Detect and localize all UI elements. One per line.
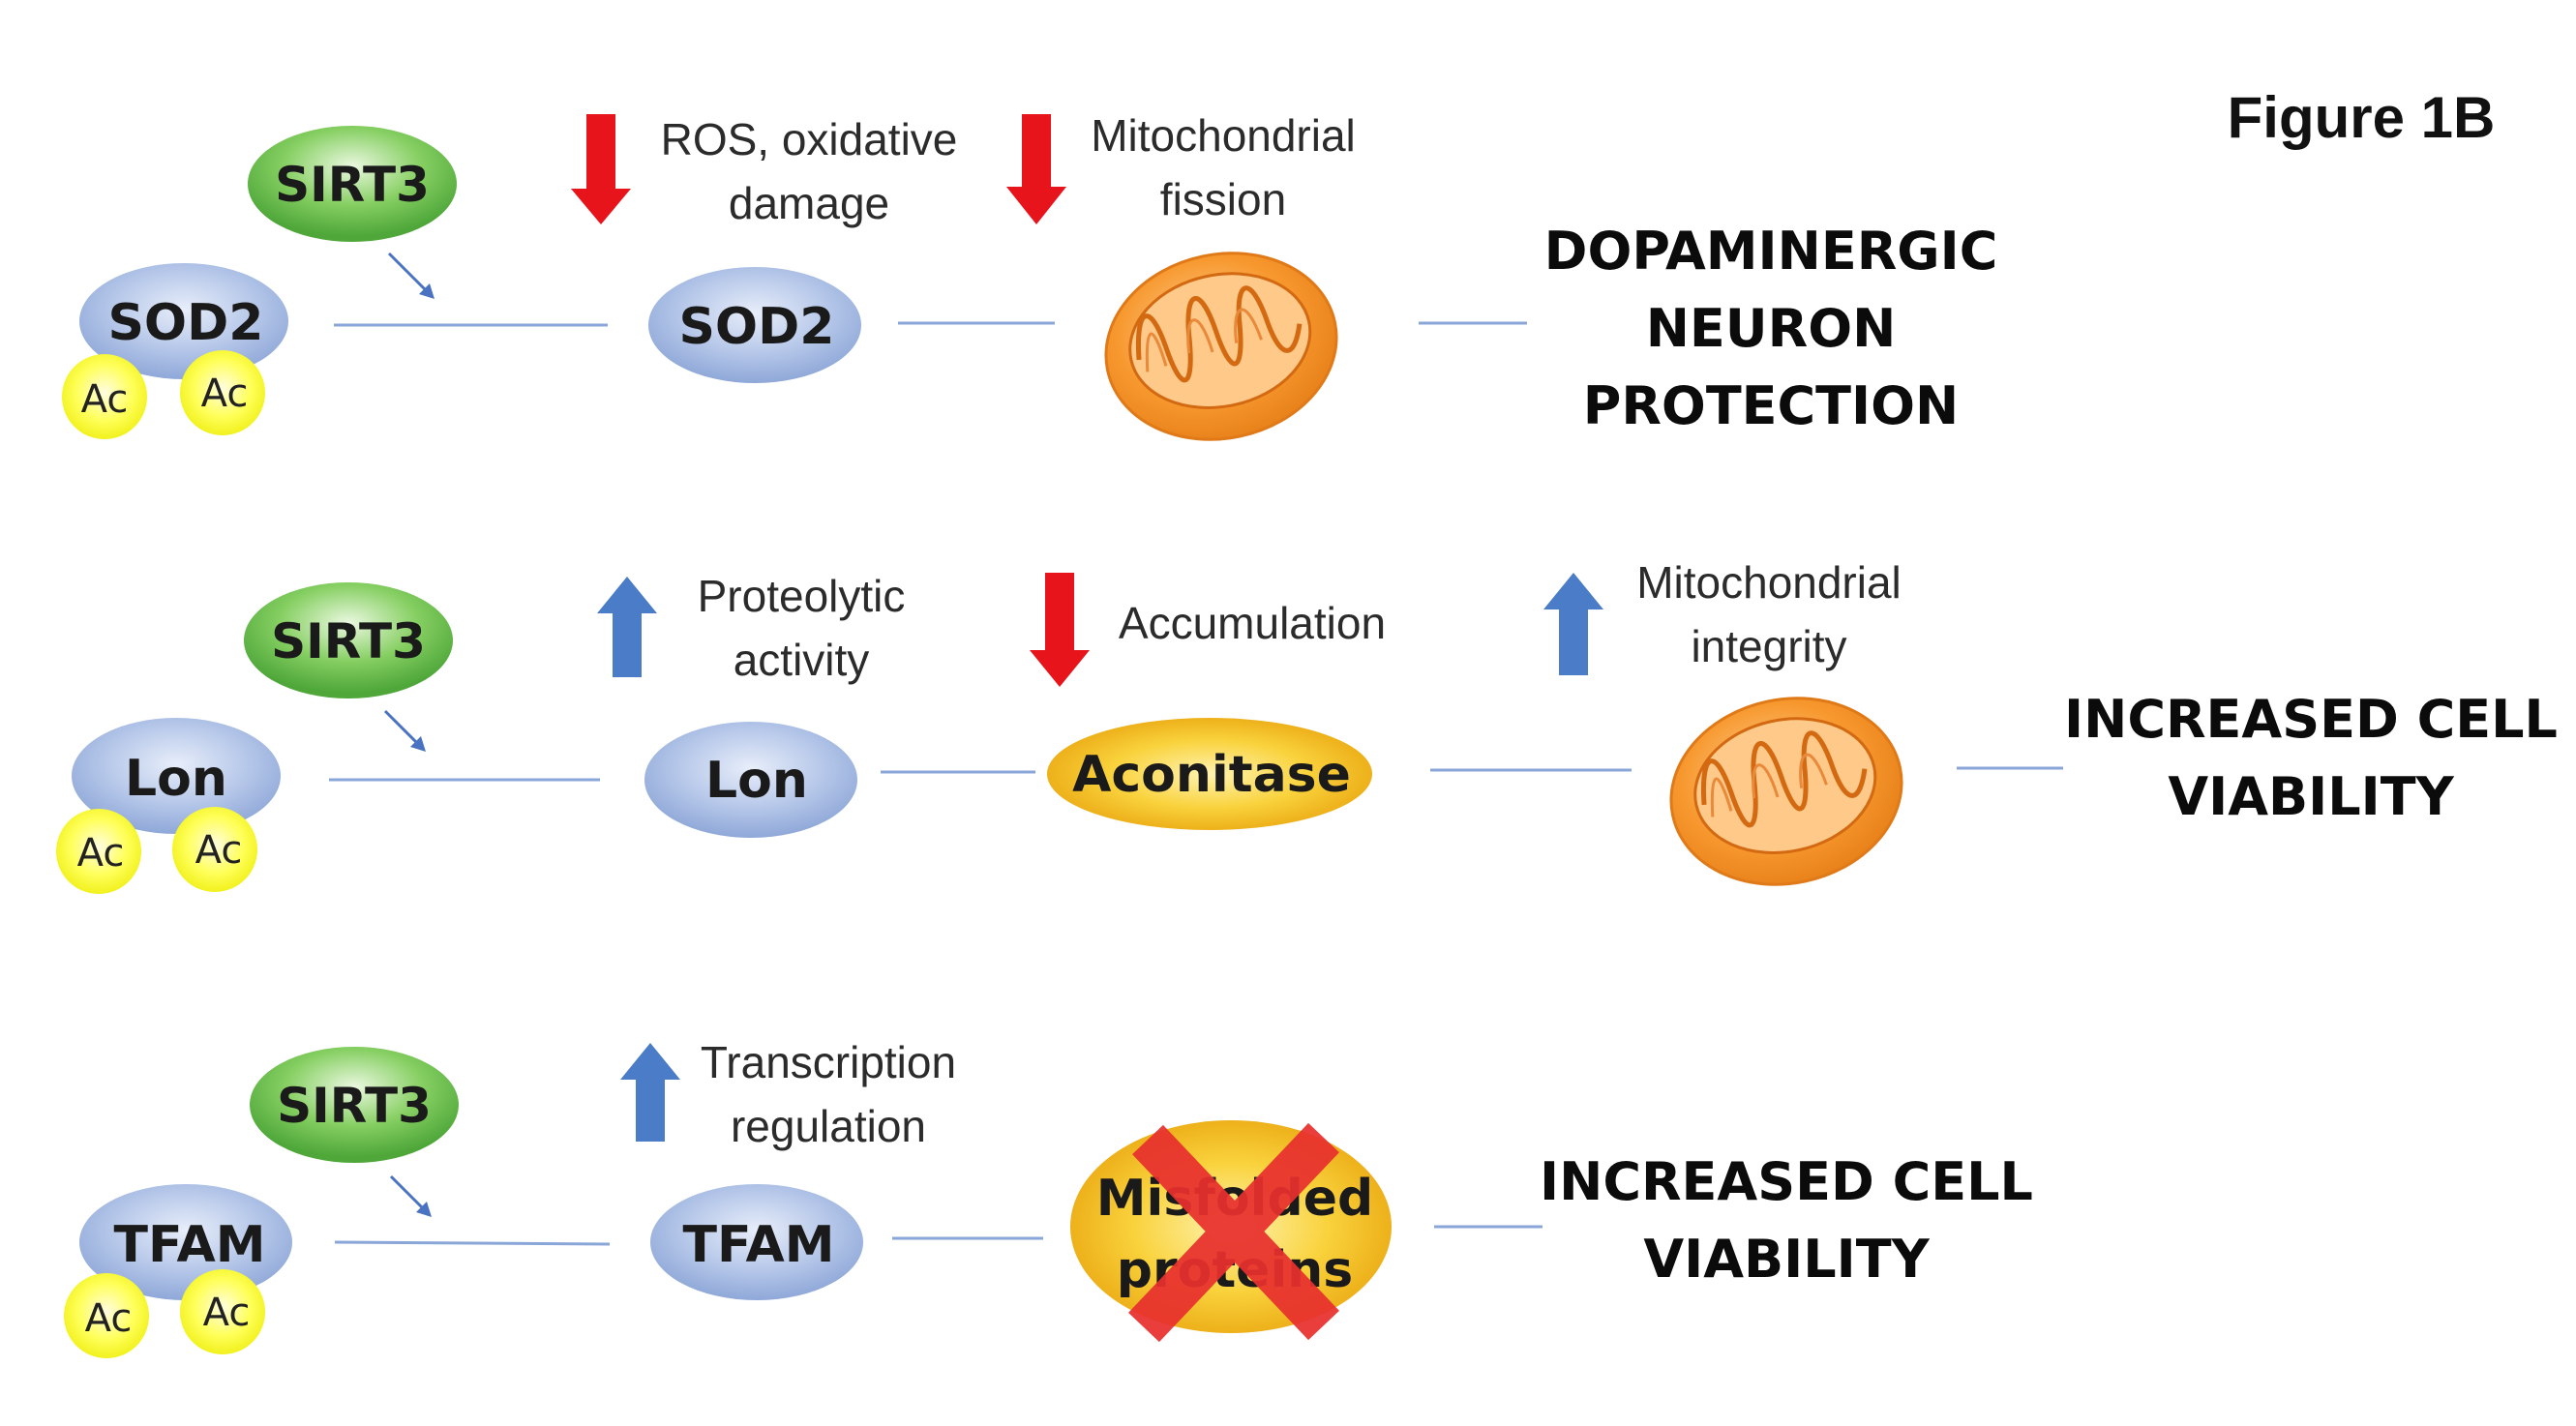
acetyl-label: Ac xyxy=(203,1291,251,1335)
effect-label: Accumulation xyxy=(1119,598,1386,648)
outcome-label: INCREASED CELL xyxy=(2064,689,2558,750)
sirt3-label: SIRT3 xyxy=(271,613,426,669)
effect-label: integrity xyxy=(1691,621,1846,671)
acetyl-mark: Ac xyxy=(172,807,257,892)
tfam-node: TFAM xyxy=(650,1184,863,1300)
lon-node: Lon xyxy=(644,722,857,838)
effect-label: Mitochondrial xyxy=(1091,110,1356,161)
effect-label: Transcription xyxy=(701,1037,956,1087)
effect-label: regulation xyxy=(731,1101,926,1151)
acetyl-label: Ac xyxy=(77,831,125,876)
sirt3-action-arrowhead xyxy=(416,1202,432,1217)
row-sod2: SIRT3 SOD2 Ac Ac ROS, oxidative damage S… xyxy=(62,110,1998,441)
acetyl-label: Ac xyxy=(201,371,249,416)
acetylated-sod2-node: SOD2 xyxy=(79,263,288,379)
effect-label: ROS, oxidative xyxy=(661,114,958,164)
sirt3-label: SIRT3 xyxy=(277,1078,432,1134)
sod2-label: SOD2 xyxy=(678,298,834,356)
sirt3-node: SIRT3 xyxy=(244,582,453,698)
outcome-label: VIABILITY xyxy=(2168,766,2454,827)
acetylated-lon-label: Lon xyxy=(125,750,227,808)
sirt3-label: SIRT3 xyxy=(275,157,430,213)
acetylated-sod2-label: SOD2 xyxy=(107,294,263,352)
sirt3-action-arrowhead xyxy=(419,283,434,299)
cross-icon xyxy=(1128,1122,1339,1343)
mitochondrion-icon xyxy=(1104,252,1338,441)
outcome-label: NEURON xyxy=(1646,298,1897,359)
acetyl-label: Ac xyxy=(81,377,129,422)
figure-label: Figure 1B xyxy=(2228,85,2496,150)
sod2-node: SOD2 xyxy=(648,267,861,383)
aconitase-node: Aconitase xyxy=(1047,718,1372,830)
outcome-label: INCREASED CELL xyxy=(1540,1151,2033,1212)
acetylated-lon-node: Lon xyxy=(72,718,281,834)
effect-label: fission xyxy=(1160,174,1286,224)
row-tfam: SIRT3 TFAM Ac Ac Transcription regulatio… xyxy=(64,1037,2033,1358)
mitochondrion-icon xyxy=(1669,697,1903,886)
effect-label: damage xyxy=(729,178,889,228)
acetyl-mark: Ac xyxy=(180,350,265,435)
down-arrow-icon xyxy=(1030,573,1090,687)
aconitase-label: Aconitase xyxy=(1072,746,1351,804)
acetyl-mark: Ac xyxy=(64,1273,149,1358)
acetyl-mark: Ac xyxy=(180,1269,265,1354)
sirt3-action-arrow xyxy=(387,252,433,297)
down-arrow-icon xyxy=(1006,114,1066,224)
acetyl-label: Ac xyxy=(85,1296,133,1341)
acetyl-label: Ac xyxy=(195,828,243,873)
down-arrow-icon xyxy=(571,114,631,224)
acetyl-mark: Ac xyxy=(56,809,141,894)
up-arrow-icon xyxy=(597,577,657,677)
up-arrow-icon xyxy=(1543,573,1603,675)
sirt3-node: SIRT3 xyxy=(250,1047,459,1163)
effect-label: activity xyxy=(734,635,870,685)
effect-label: Mitochondrial xyxy=(1636,557,1902,608)
lon-label: Lon xyxy=(705,752,808,810)
outcome-label: DOPAMINERGIC xyxy=(1544,221,1998,282)
outcome-label: PROTECTION xyxy=(1583,375,1959,436)
outcome-label: VIABILITY xyxy=(1643,1229,1930,1290)
up-arrow-icon xyxy=(620,1043,680,1142)
row-lon: SIRT3 Lon Ac Ac Proteolytic activity Lon… xyxy=(56,557,2558,894)
acetylated-tfam-label: TFAM xyxy=(113,1216,265,1274)
acetyl-mark: Ac xyxy=(62,354,147,439)
connector-line xyxy=(334,1240,611,1246)
sirt3-node: SIRT3 xyxy=(248,126,457,242)
acetylated-tfam-node: TFAM xyxy=(79,1184,292,1300)
effect-label: Proteolytic xyxy=(698,571,906,621)
tfam-label: TFAM xyxy=(682,1216,834,1274)
sirt3-action-arrowhead xyxy=(410,736,426,752)
